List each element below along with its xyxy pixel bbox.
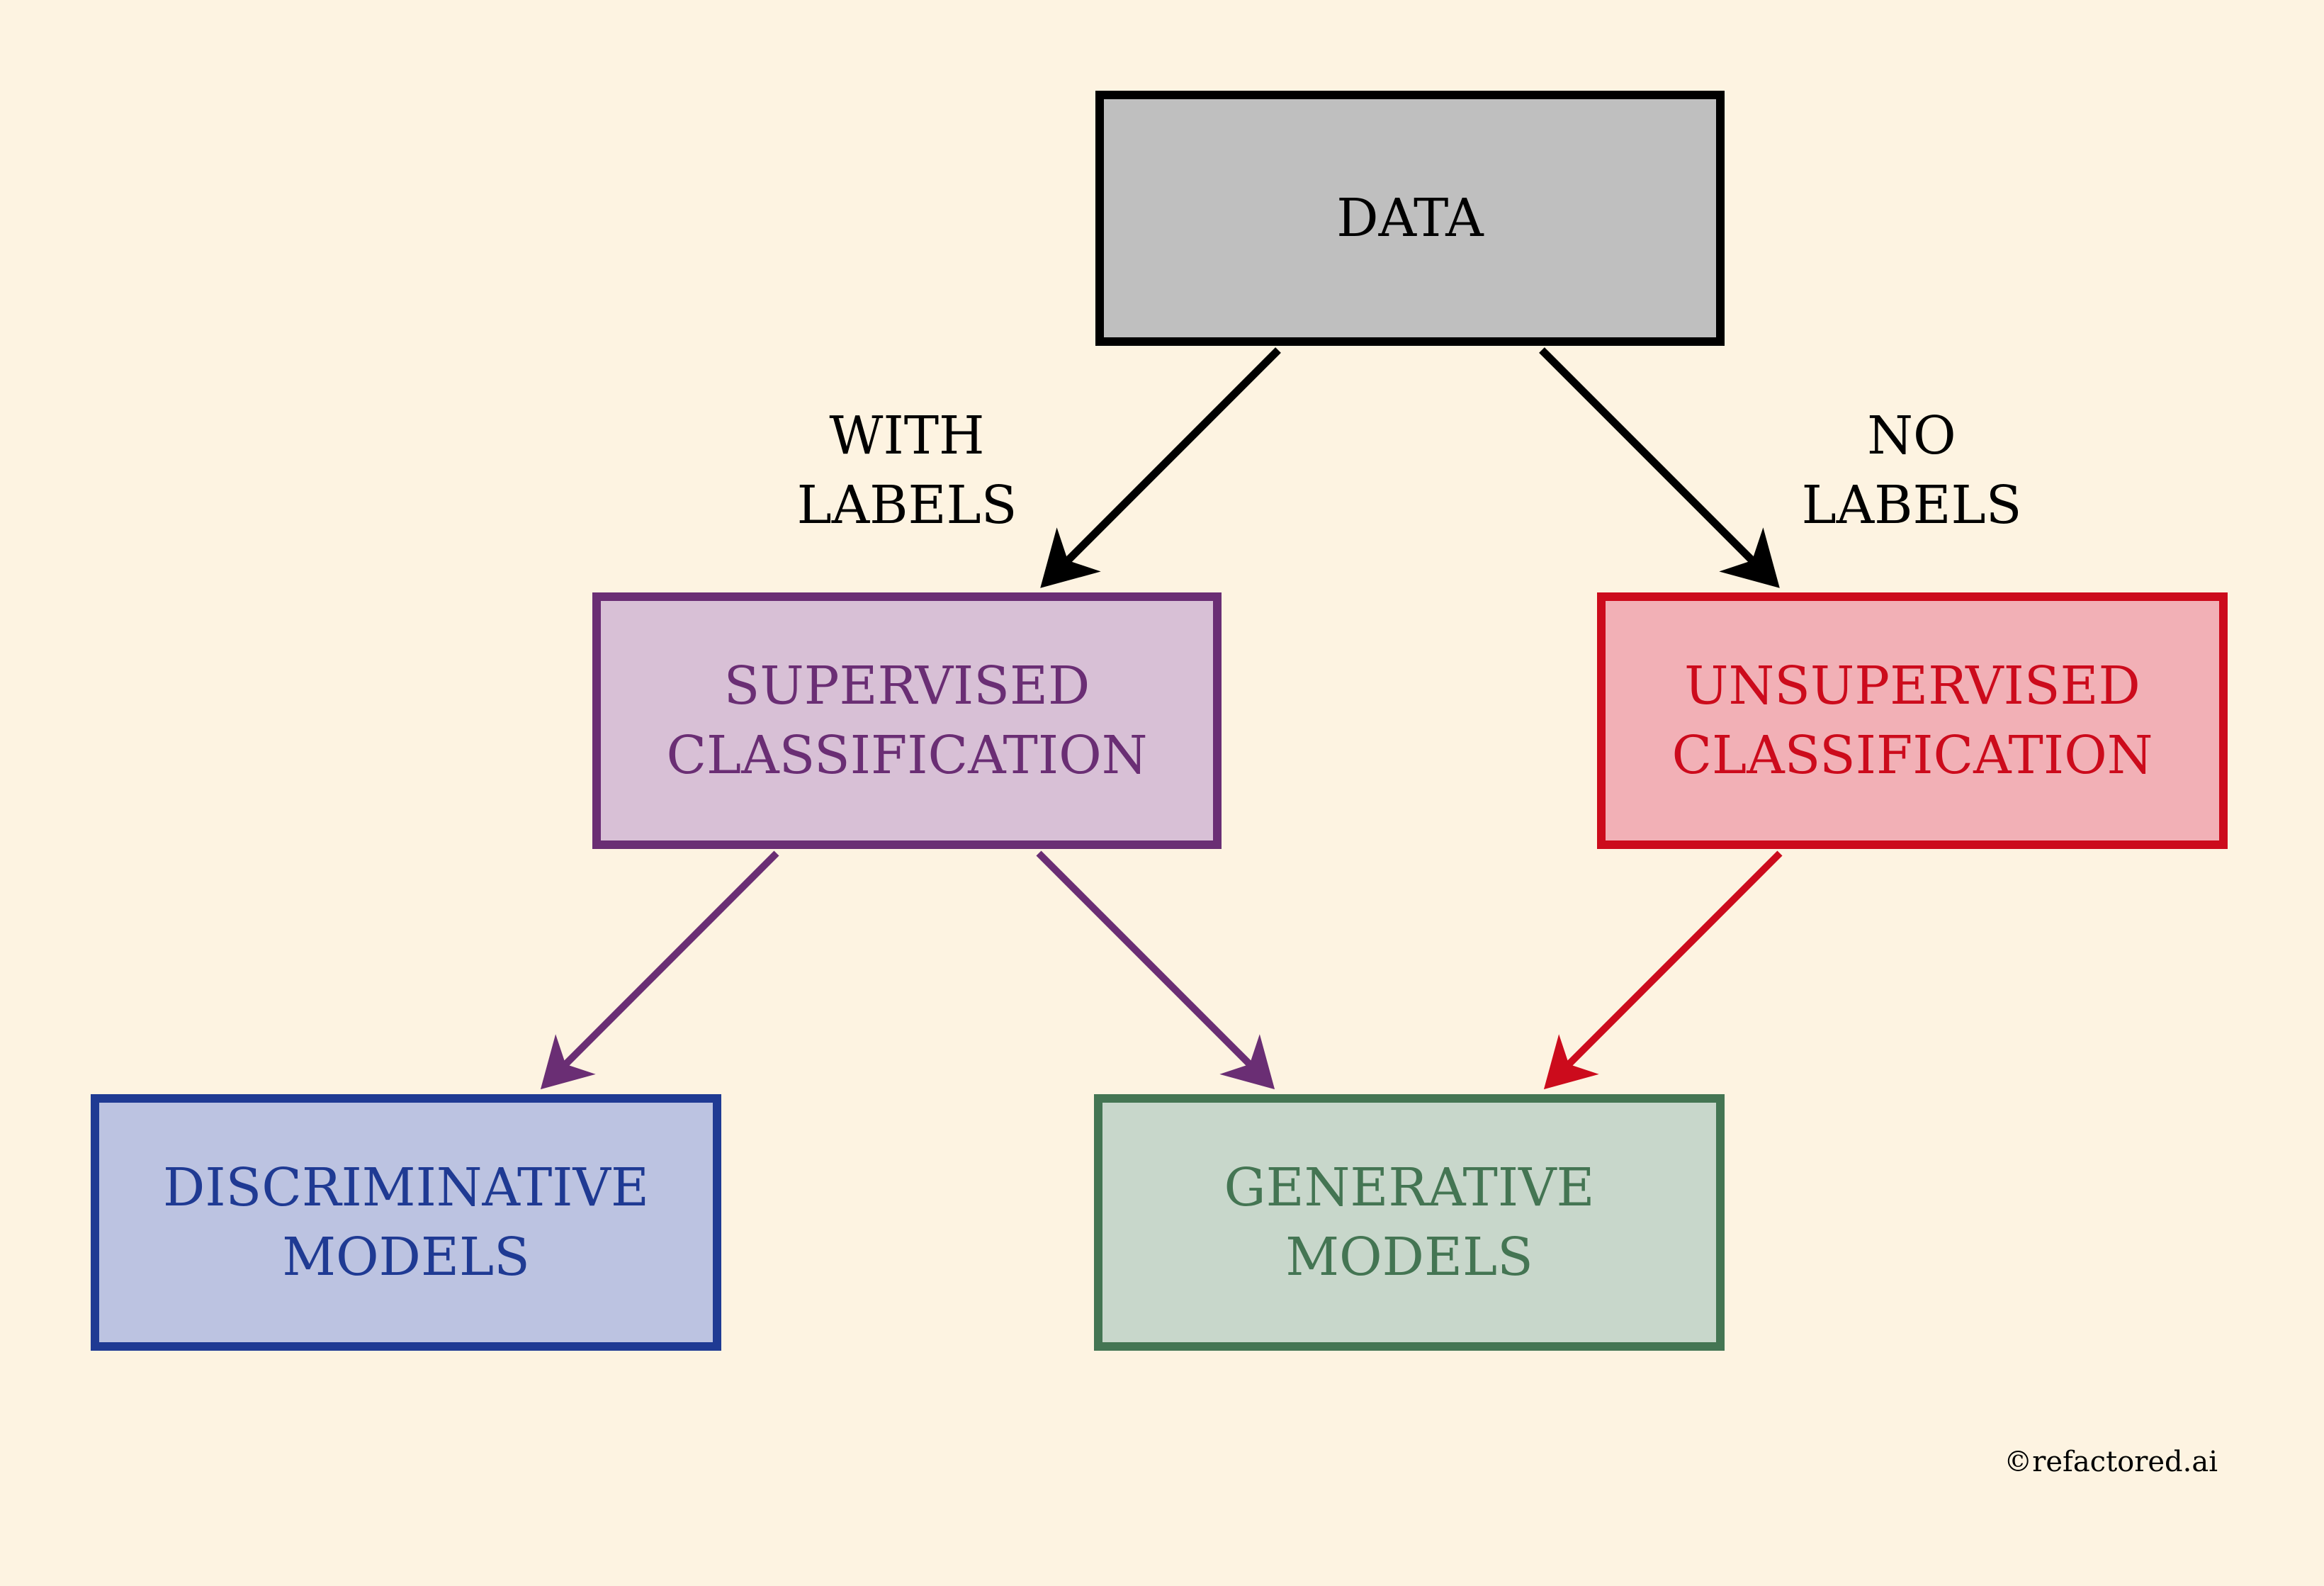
edge-label-with-line2: LABELS [796, 475, 1017, 536]
edge-data-to-unsupervised [1539, 347, 1780, 588]
edge-label-no-line1: NO [1867, 405, 1956, 466]
copyright-text: ©refactored.ai [2004, 1446, 2218, 1478]
node-discriminative-line2: MODELS [282, 1227, 530, 1288]
edge-data-to-supervised [1040, 347, 1281, 588]
edge-label-no-line2: LABELS [1801, 475, 2022, 536]
node-supervised-line1: SUPERVISED [723, 656, 1090, 716]
node-generative-line1: GENERATIVE [1224, 1157, 1595, 1218]
node-generative-models: GENERATIVE MODELS [1094, 1094, 1725, 1351]
node-supervised-line2: CLASSIFICATION [666, 725, 1148, 786]
edge-supervised-to-discriminative [540, 850, 779, 1090]
edge-label-with-line1: WITH [829, 405, 985, 466]
edge-unsupervised-to-generative [1543, 850, 1783, 1090]
node-generative-line2: MODELS [1285, 1227, 1533, 1288]
node-data: DATA [1095, 91, 1725, 346]
edge-label-with-labels: WITH LABELS [694, 401, 1119, 540]
node-unsupervised-line2: CLASSIFICATION [1671, 725, 2153, 786]
node-data-label: DATA [1336, 188, 1484, 249]
edge-supervised-to-generative [1036, 850, 1275, 1090]
node-unsupervised-line1: UNSUPERVISED [1684, 656, 2140, 716]
node-supervised-classification: SUPERVISED CLASSIFICATION [592, 592, 1222, 849]
edge-label-no-labels: NO LABELS [1699, 401, 2124, 540]
node-unsupervised-classification: UNSUPERVISED CLASSIFICATION [1597, 592, 2228, 849]
node-discriminative-models: DISCRIMINATIVE MODELS [91, 1094, 721, 1351]
node-discriminative-line1: DISCRIMINATIVE [162, 1157, 650, 1218]
